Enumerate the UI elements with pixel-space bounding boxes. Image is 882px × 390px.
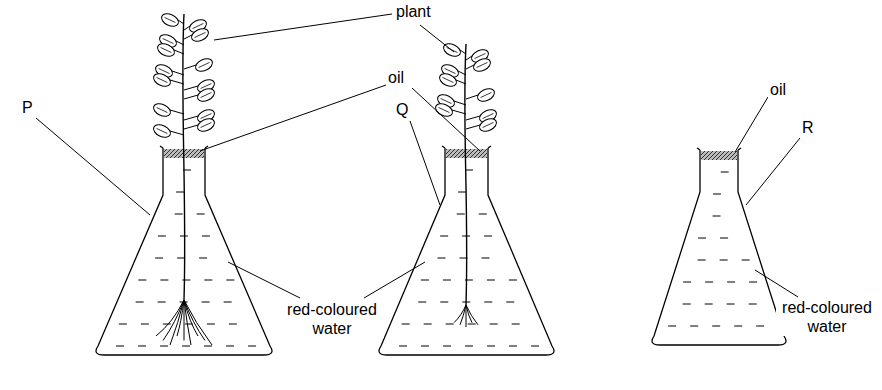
leader-line bbox=[410, 121, 440, 205]
leader-line bbox=[746, 138, 800, 205]
leader-line bbox=[364, 262, 425, 298]
leader-line bbox=[214, 14, 392, 40]
leader-lines bbox=[36, 14, 800, 298]
plant-stem bbox=[183, 14, 185, 300]
flask-lip bbox=[697, 148, 741, 150]
oil-layer bbox=[446, 149, 487, 158]
leader-line bbox=[228, 262, 300, 298]
flask-lip bbox=[442, 146, 491, 148]
flask-letter: Q bbox=[394, 100, 410, 119]
flask-letter: R bbox=[800, 118, 816, 137]
oil-layer bbox=[701, 151, 737, 160]
water bbox=[668, 172, 764, 326]
plant-roots bbox=[156, 300, 212, 345]
part-label: red-coloured water bbox=[280, 300, 384, 338]
plant-roots bbox=[454, 305, 478, 327]
leader-line bbox=[36, 118, 150, 215]
part-label: red-coloured water bbox=[776, 298, 878, 336]
leader-line bbox=[200, 85, 386, 151]
flask-letter: P bbox=[20, 98, 35, 117]
leader-line bbox=[755, 270, 798, 297]
plant-drawing bbox=[152, 11, 217, 345]
leader-line bbox=[420, 25, 454, 52]
plant-leaves bbox=[152, 11, 217, 140]
water bbox=[399, 170, 539, 346]
leader-line bbox=[412, 88, 480, 151]
flask-outline bbox=[652, 150, 786, 345]
leader-line bbox=[735, 97, 768, 152]
part-label: plant bbox=[394, 2, 433, 21]
part-label: oil bbox=[386, 68, 406, 87]
part-label: oil bbox=[768, 80, 788, 99]
water bbox=[116, 170, 256, 346]
plant-drawing bbox=[434, 41, 499, 327]
conical-flask bbox=[652, 148, 786, 345]
plant-leaves bbox=[434, 41, 499, 134]
